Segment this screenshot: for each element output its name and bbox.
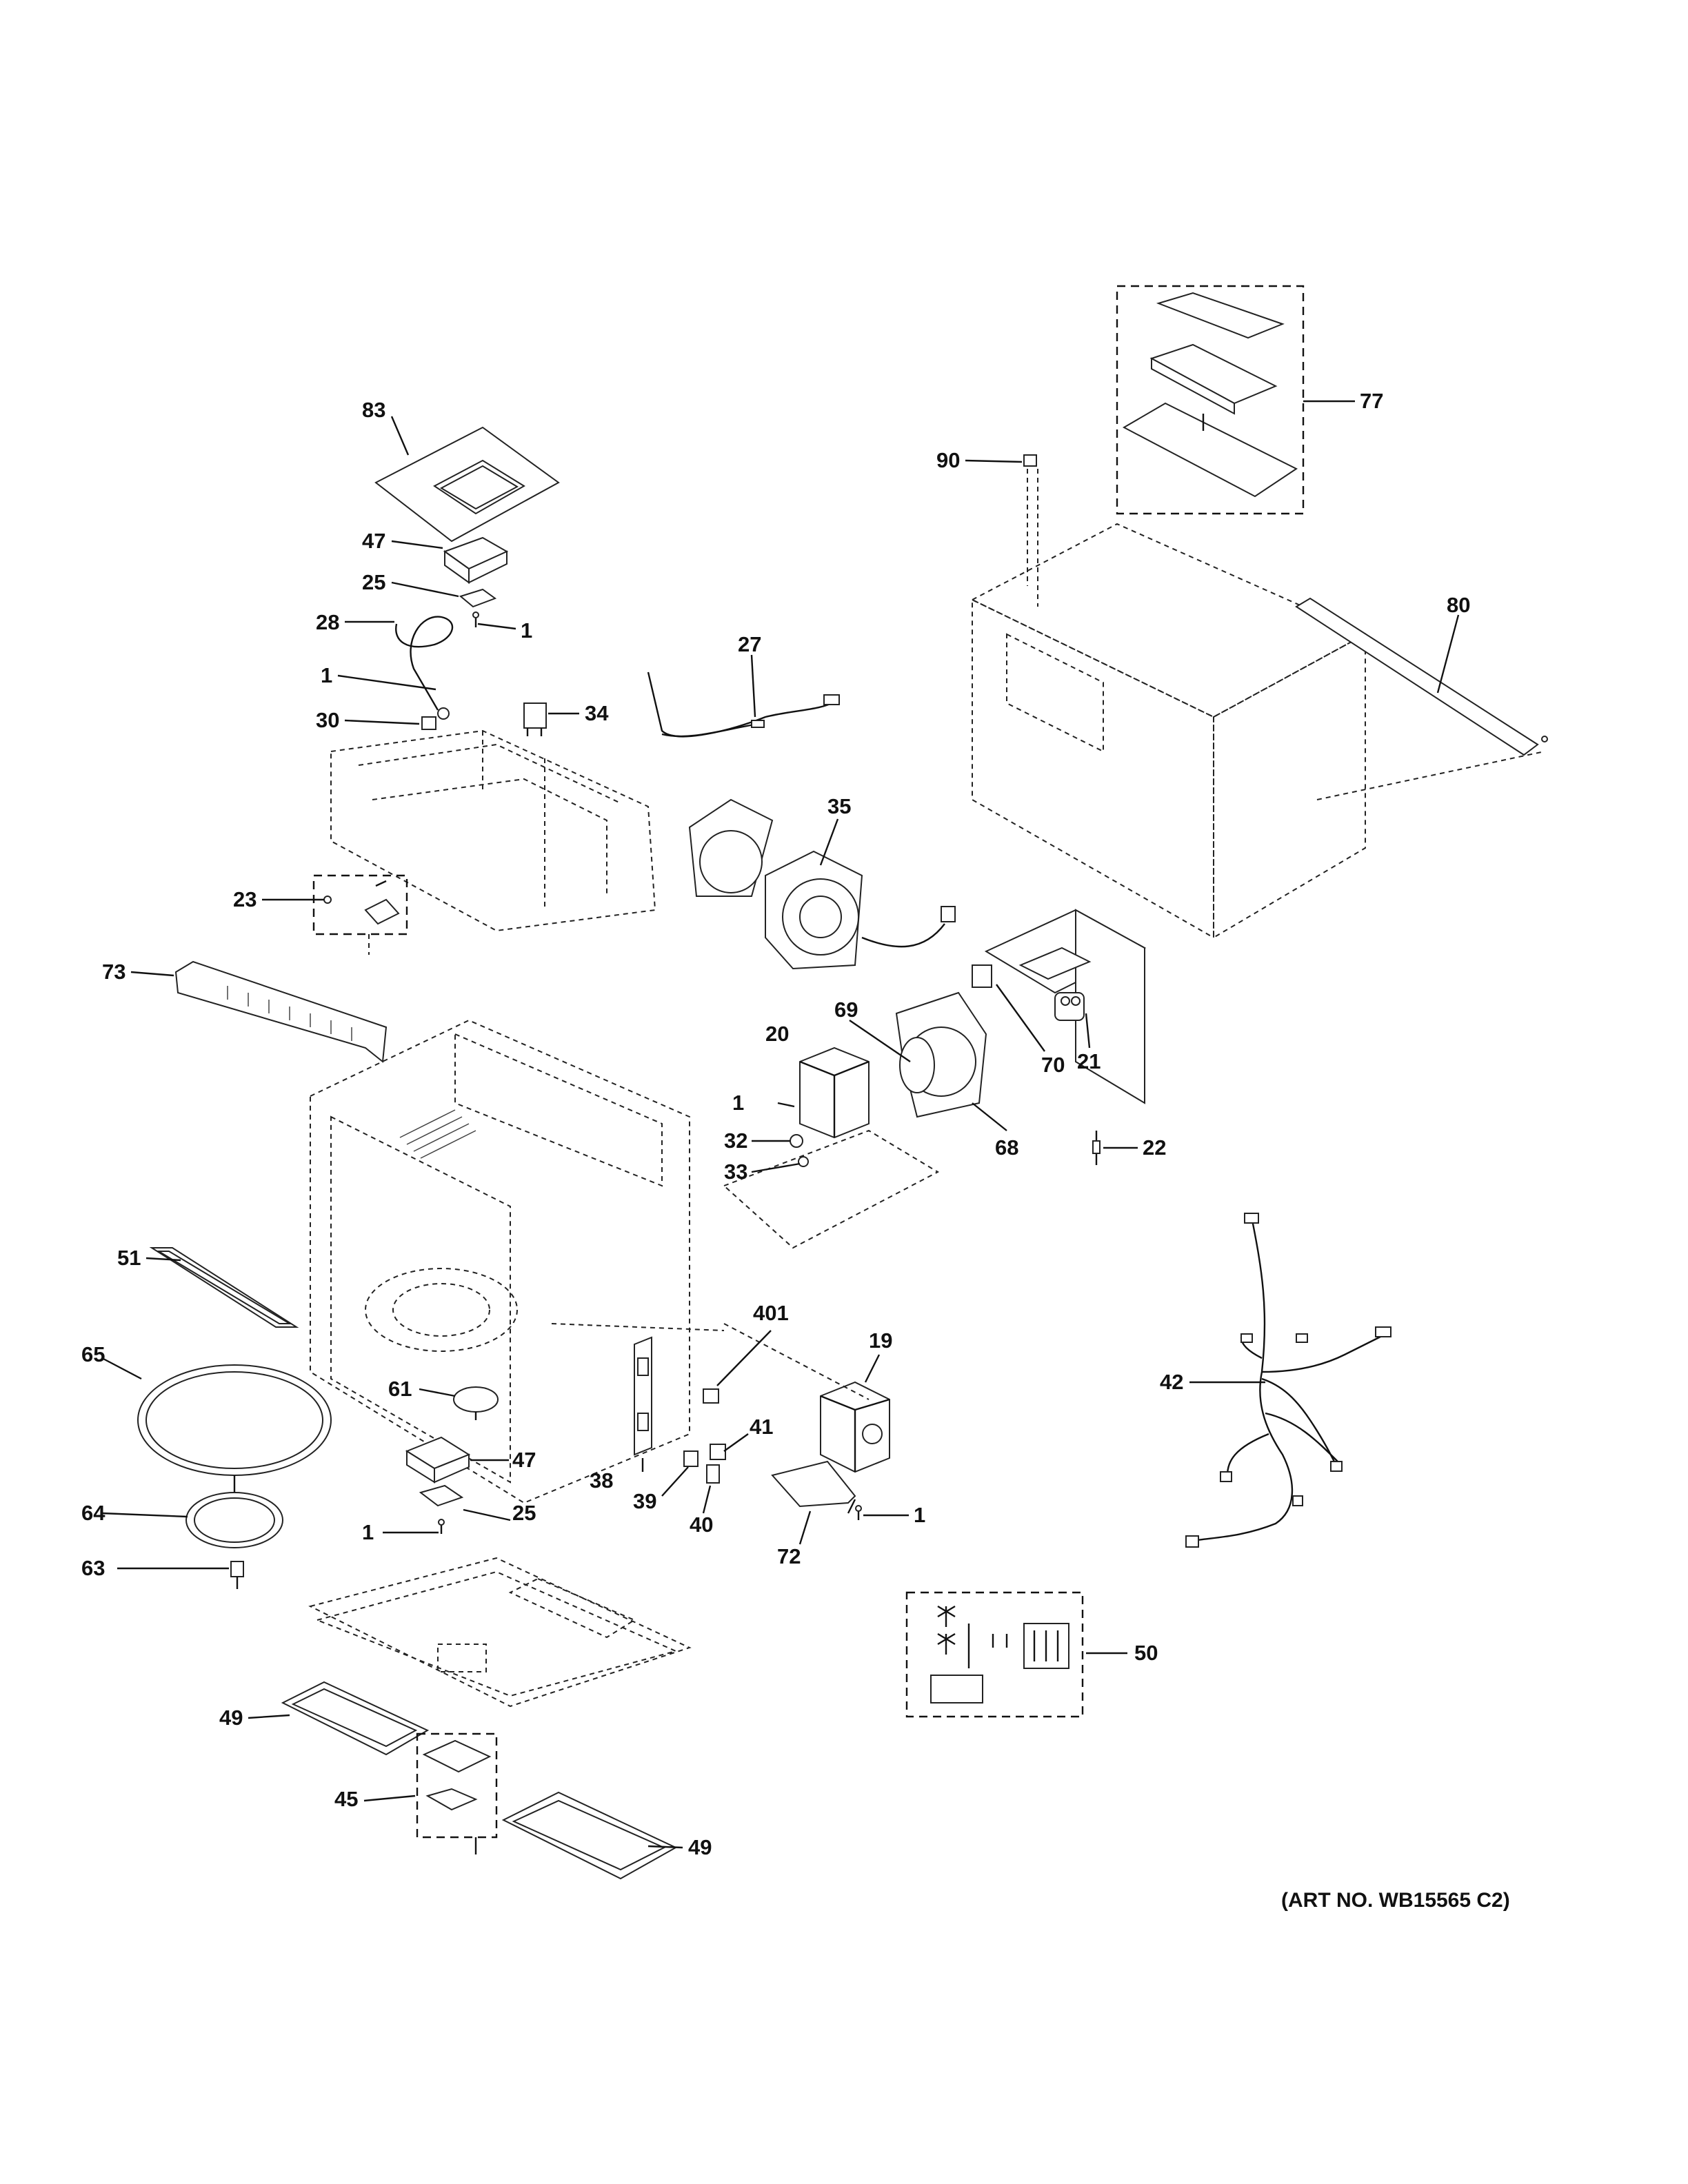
part-27-power-cord	[647, 671, 840, 738]
part-30-socket	[421, 707, 450, 730]
callout-64: 64	[81, 1501, 106, 1525]
part-70-thermal-cutout	[972, 964, 992, 988]
callout-73: 73	[102, 960, 125, 984]
callout-63: 63	[81, 1556, 105, 1580]
part-51-door-screen	[149, 1247, 299, 1328]
callout-65: 65	[81, 1342, 105, 1366]
part-61-turntable-motor	[453, 1386, 499, 1420]
callout-83: 83	[362, 398, 385, 422]
part-42-wire-harness	[1185, 1213, 1391, 1548]
part-72-air-guide	[771, 1460, 856, 1514]
callout-1: 1	[732, 1091, 744, 1115]
part-23-thermistor-kit	[312, 874, 408, 955]
part-69-fan-blade	[899, 1037, 935, 1093]
callout-41: 41	[750, 1415, 773, 1439]
main-cavity	[310, 1019, 690, 1504]
part-1-screw-lower-left	[438, 1519, 445, 1534]
callout-35: 35	[827, 794, 851, 818]
part-80-mounting-rail	[1295, 597, 1548, 800]
callout-1: 1	[914, 1503, 925, 1527]
callout-21: 21	[1077, 1049, 1101, 1073]
part-34-relay	[523, 702, 547, 736]
callout-30: 30	[316, 708, 339, 732]
callout-47: 47	[362, 529, 385, 553]
callout-38: 38	[590, 1468, 613, 1493]
callout-27: 27	[738, 632, 761, 656]
callout-401: 401	[753, 1301, 789, 1325]
callout-39: 39	[633, 1489, 656, 1513]
part-38-latch-board	[634, 1336, 652, 1456]
callout-28: 28	[316, 610, 339, 634]
callout-20: 20	[765, 1022, 789, 1046]
outer-case	[970, 469, 1367, 939]
callout-72: 72	[777, 1544, 801, 1568]
callout-50: 50	[1134, 1641, 1158, 1665]
part-47-lower-lamp-housing	[405, 1436, 471, 1484]
callout-61: 61	[388, 1377, 412, 1401]
callout-80: 80	[1447, 593, 1470, 617]
callout-51: 51	[117, 1246, 141, 1270]
callout-22: 22	[1143, 1135, 1166, 1160]
assembly-guides	[551, 469, 1038, 1400]
callout-42: 42	[1160, 1370, 1183, 1394]
control-bracket	[984, 909, 1147, 1104]
base-plate-upper	[723, 1129, 940, 1249]
part-35-fan-motor	[688, 798, 956, 970]
callout-45: 45	[334, 1787, 358, 1811]
bottom-plate	[308, 1557, 692, 1708]
part-32-33-fasteners	[790, 1134, 809, 1167]
part-25-upper-lamp-lens	[459, 588, 497, 608]
callout-1: 1	[521, 618, 532, 643]
callout-1: 1	[362, 1520, 374, 1544]
callout-23: 23	[233, 887, 257, 911]
callout-49: 49	[219, 1706, 243, 1730]
part-65-glass-tray	[137, 1364, 332, 1496]
part-83-top-cover	[374, 426, 560, 543]
leader-lines	[101, 400, 1460, 1849]
part-19-magnetron	[820, 1381, 890, 1473]
upper-chassis-frame	[330, 729, 656, 932]
part-73-vent-grille	[174, 960, 388, 1063]
callout-19: 19	[869, 1328, 892, 1353]
part-1-screw-upper	[472, 611, 479, 627]
callout-69: 69	[834, 998, 858, 1022]
part-40-switch	[706, 1464, 720, 1484]
callout-68: 68	[995, 1135, 1018, 1160]
part-25-lower-lamp-lens	[419, 1484, 464, 1507]
part-401-switch	[703, 1388, 719, 1404]
part-22-diode	[1092, 1131, 1101, 1165]
part-20-transformer	[799, 1046, 870, 1139]
callout-34: 34	[585, 701, 609, 725]
callout-labels: 83 47 25 1 28 1 30 34 27 35 23 73 90 77 …	[81, 389, 1510, 1912]
callout-77: 77	[1360, 389, 1383, 413]
part-45-cooktop-lamp-kit	[416, 1732, 498, 1854]
callout-70: 70	[1041, 1053, 1065, 1077]
part-49-grease-filter-left	[281, 1681, 430, 1756]
part-47-upper-lamp-housing	[443, 536, 509, 584]
part-21-capacitor	[1054, 992, 1085, 1021]
callout-49: 49	[688, 1835, 712, 1859]
callout-33: 33	[724, 1160, 747, 1184]
callout-25: 25	[512, 1501, 536, 1525]
art-number: (ART NO. WB15565 C2)	[1281, 1889, 1510, 1912]
part-64-roller-ring	[185, 1492, 283, 1548]
callout-90: 90	[936, 448, 960, 472]
part-28-lamp-wire	[395, 616, 454, 711]
part-41-switch	[710, 1444, 726, 1460]
callout-1: 1	[321, 663, 332, 687]
part-77-charcoal-filter-kit	[1116, 285, 1305, 515]
callout-47: 47	[512, 1448, 536, 1472]
part-90-clip	[1023, 454, 1037, 467]
part-63-coupler	[230, 1561, 244, 1589]
callout-40: 40	[690, 1513, 713, 1537]
callout-32: 32	[724, 1129, 747, 1153]
part-49-grease-filter-right	[501, 1791, 678, 1880]
part-1-screw-lower-right	[855, 1505, 862, 1520]
callout-25: 25	[362, 570, 385, 594]
part-39-switch	[683, 1450, 699, 1467]
part-50-installation-hardware-kit	[905, 1591, 1084, 1718]
